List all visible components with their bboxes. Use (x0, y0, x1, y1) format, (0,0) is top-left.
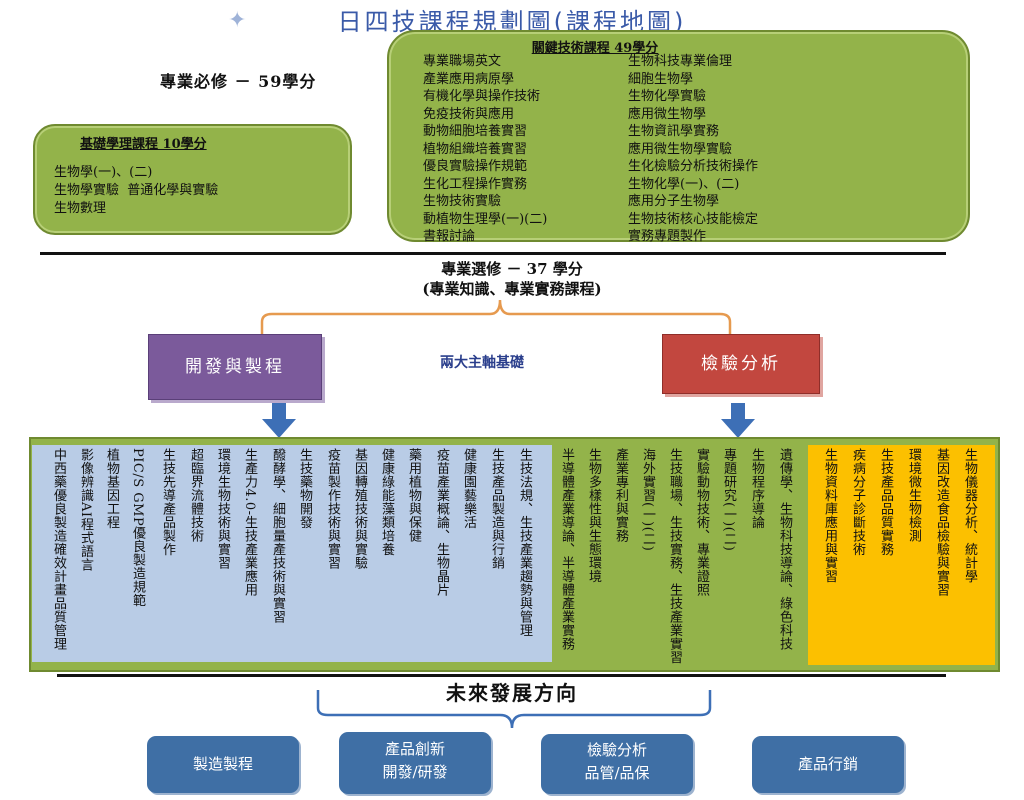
key-course-item: 應用微生物學實驗 (628, 141, 733, 157)
development-courses-panel (32, 445, 552, 662)
key-course-item: 生化檢驗分析技術操作 (628, 159, 759, 174)
future-box-label: 檢驗分析 (586, 741, 647, 759)
course-column: 遺傳學、生物科技導論、綠色科技 (777, 448, 792, 651)
course-column: 健康綠能藻類培養 (379, 448, 394, 556)
key-course-item: 細胞生物學 (628, 71, 694, 87)
basic-course-item: 生物學實驗 普通化學與實驗 (54, 183, 219, 198)
key-course-item: 實務專題製作 (628, 229, 707, 244)
blue-bracket-icon (316, 690, 712, 729)
key-course-item: 專業職場英文 (423, 54, 502, 69)
course-column: 植物基因工程 (104, 448, 119, 529)
analysis-courses-panel (808, 445, 995, 665)
elective-line: 專業選修 － 37 學分 (441, 260, 583, 278)
future-box-label: 產品創新 (384, 740, 445, 758)
key-courses-right-list: 生物科技專業倫理 細胞生物學 生物化學實驗 應用微生物學 生物資訊學實務 應用微… (628, 53, 758, 246)
course-column: 生物程序導論 (749, 448, 764, 529)
elective-subtitle: (專業知識、專業實務課程) (422, 280, 602, 298)
section-divider (57, 674, 946, 677)
future-box-innovation: 產品創新 開發/研發 (339, 732, 491, 794)
two-axes-label: 兩大主軸基礎 (440, 355, 524, 371)
course-column: 生物儀器分析、統計學 (962, 448, 977, 583)
key-course-item: 動植物生理學(一)(二) (423, 211, 548, 227)
basic-courses-box (33, 124, 352, 235)
down-arrow-left-icon (262, 401, 296, 438)
key-course-item: 動物細胞培養實習 (423, 124, 528, 139)
key-course-item: 生物化學實驗 (628, 89, 707, 104)
development-process-box: 開發與製程 (148, 334, 322, 400)
future-box-marketing: 產品行銷 (752, 736, 904, 793)
future-box-label: 製造製程 (192, 755, 253, 773)
course-column: 疫苗製作技術與實習 (325, 448, 340, 570)
key-course-item: 免疫技術與應用 (423, 106, 515, 122)
key-course-item: 生物資訊學實務 (628, 124, 720, 139)
title-sparkle-icon: ✦ (228, 8, 247, 33)
course-column: 基因改造食品檢驗與實習 (934, 448, 949, 597)
course-column: 生技產品品質實務 (878, 448, 893, 556)
course-column: 生物多樣性與生態環境 (586, 448, 601, 583)
course-column: 生技藥物開發 (297, 448, 312, 529)
course-column: 專題研究(一)(二) (721, 448, 736, 552)
key-course-item: 生物科技專業倫理 (628, 54, 733, 69)
course-column: 疾病分子診斷技術 (850, 448, 865, 556)
key-courses-box (387, 30, 970, 242)
course-column: 環境微生物檢測 (906, 448, 921, 543)
orange-bracket-icon (260, 299, 732, 334)
key-course-item: 優良實驗操作規範 (423, 159, 528, 174)
course-column: 基因轉殖技術與實驗 (352, 448, 367, 570)
key-course-item: 有機化學與操作技術 (423, 89, 541, 104)
course-column: 影像辨識AI程式語言 (78, 448, 93, 572)
course-column: 中西藥優良製造確效計畫品質管理 (51, 448, 66, 651)
future-box-label: 產品行銷 (797, 755, 858, 773)
basic-course-item: 生物學(一)、(二) (54, 165, 153, 180)
future-direction-heading: 未來發展方向 (446, 681, 578, 705)
course-column: 生技產品製造與行銷 (489, 448, 504, 570)
future-box-sublabel: 開發/研發 (382, 763, 448, 781)
key-course-item: 應用分子生物學 (628, 194, 720, 209)
basic-course-item: 生物數理 (54, 201, 107, 216)
key-course-item: 應用微生物學 (628, 106, 707, 122)
elective-credits-label: 專業選修 － 37 學分 (專業知識、專業實務課程) (0, 259, 1024, 299)
course-column: 產業專利與實務 (613, 448, 628, 543)
course-column: 環境生物技術與實習 (215, 448, 230, 570)
basic-courses-list: 生物學(一)、(二) 生物學實驗 普通化學與實驗 生物數理 (54, 164, 218, 218)
course-column: 生物資料庫應用與實習 (822, 448, 837, 583)
future-box-quality: 檢驗分析 品管/品保 (541, 734, 693, 794)
key-courses-heading: 關鍵技術課程 49學分 (531, 41, 659, 56)
basic-courses-heading: 基礎學理課程 10學分 (80, 137, 207, 152)
key-course-item: 生化工程操作實務 (423, 176, 528, 192)
course-column: 生技職場、生技實務、生技產業實習 (667, 448, 682, 664)
course-column: 半導體產業導論、半導體產業實務 (559, 448, 574, 651)
course-column: 海外實習(一)(二) (640, 448, 655, 552)
key-course-item: 生物技術核心技能檢定 (628, 211, 759, 227)
course-column: 生技先導產品製作 (160, 448, 175, 556)
course-column: 超臨界流體技術 (188, 448, 203, 543)
course-column: 實驗動物技術、專業證照 (694, 448, 709, 597)
course-column: 生產力4.0-生技產業應用 (242, 448, 257, 597)
key-course-item: 書報討論 (423, 229, 476, 244)
section-divider (40, 252, 946, 255)
key-course-item: 產業應用病原學 (423, 71, 515, 87)
course-column: 醱酵學、細胞量產技術與實習 (270, 448, 285, 624)
course-column: PIC/S GMP優良製造規範 (130, 448, 145, 608)
future-box-sublabel: 品管/品保 (584, 764, 650, 782)
course-column: 藥用植物與保健 (406, 448, 421, 543)
key-course-item: 生物化學(一)、(二) (628, 176, 740, 192)
inspection-analysis-box: 檢驗分析 (662, 334, 820, 394)
down-arrow-right-icon (721, 403, 755, 438)
required-credits-label: 專業必修 － 59學分 (160, 72, 317, 91)
key-courses-left-list: 專業職場英文 產業應用病原學 有機化學與操作技術 免疫技術與應用 動物細胞培養實… (423, 53, 547, 246)
course-column: 健康園藝樂活 (461, 448, 476, 529)
course-column: 生技法規、生技產業趨勢與管理 (517, 448, 532, 637)
key-course-item: 植物組織培養實習 (423, 141, 528, 157)
future-box-manufacturing: 製造製程 (147, 736, 299, 793)
course-column: 疫苗產業概論、生物晶片 (434, 448, 449, 597)
key-course-item: 生物技術實驗 (423, 194, 502, 209)
